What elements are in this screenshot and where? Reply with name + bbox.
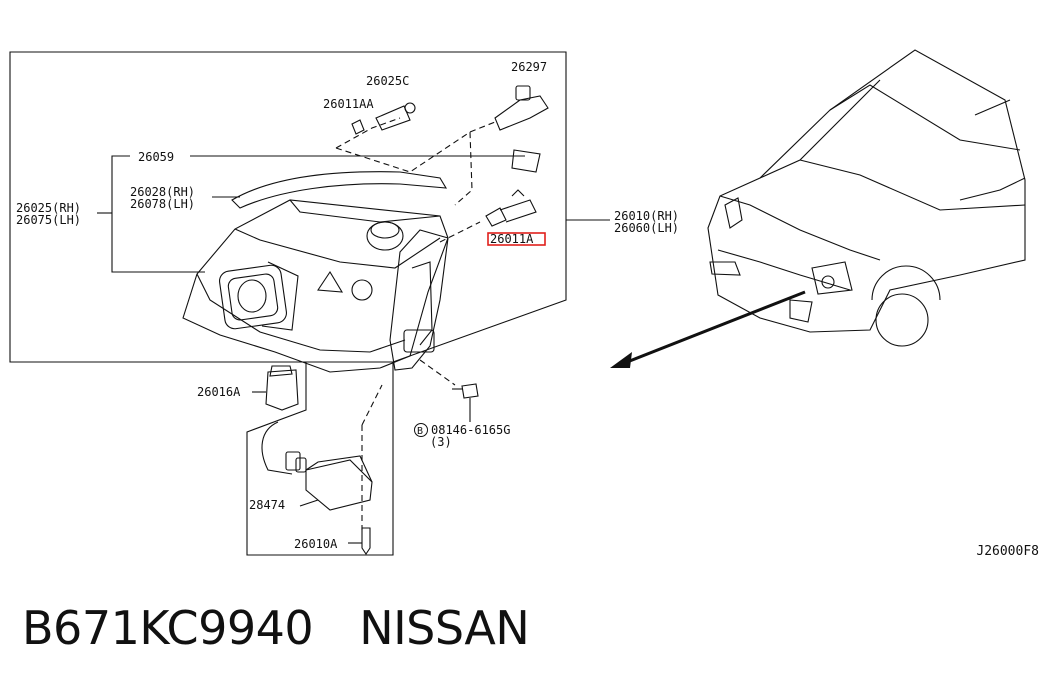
bolt-circle-icon [414, 423, 428, 437]
label-26025-rh: 26025(RH) [16, 201, 81, 215]
footer: B671KC9940 NISSAN [22, 598, 530, 668]
label-26025C: 26025C [366, 74, 409, 88]
brand-name: NISSAN [359, 601, 530, 655]
sub-assembly-frame [246, 362, 394, 556]
label-26016A: 26016A [197, 385, 241, 399]
label-26059: 26059 [138, 150, 174, 164]
label-26297: 26297 [511, 60, 547, 74]
car-outline [707, 49, 1026, 333]
label-28474: 28474 [249, 498, 285, 512]
label-26011AA: 26011AA [323, 97, 374, 111]
label-26075-lh: 26075(LH) [16, 213, 81, 227]
label-26028-rh: 26028(RH) [130, 185, 195, 199]
highlight-box-26011A [487, 232, 546, 246]
reference-arrow [610, 290, 806, 368]
label-26060-lh: 26060(LH) [614, 221, 679, 235]
label-26010-rh: 26010(RH) [614, 209, 679, 223]
label-26011A: 26011A [490, 232, 534, 246]
label-bolt-qty: (3) [430, 435, 452, 449]
label-08146-6165G: 08146-6165G [431, 423, 510, 437]
part-number: B671KC9940 [22, 601, 314, 655]
label-26010A: 26010A [294, 537, 338, 551]
headlamp-body [182, 199, 449, 373]
bracket-26025 [111, 155, 205, 273]
headlamp-parts-diagram: 26025C 26297 26011AA 26059 26028(RH) 260… [9, 49, 1026, 556]
label-26078-lh: 26078(LH) [130, 197, 195, 211]
label-bolt-circle: B [417, 426, 423, 437]
diagram-ref-code: J26000F8 [976, 544, 1039, 559]
assembly-frame [9, 51, 567, 363]
